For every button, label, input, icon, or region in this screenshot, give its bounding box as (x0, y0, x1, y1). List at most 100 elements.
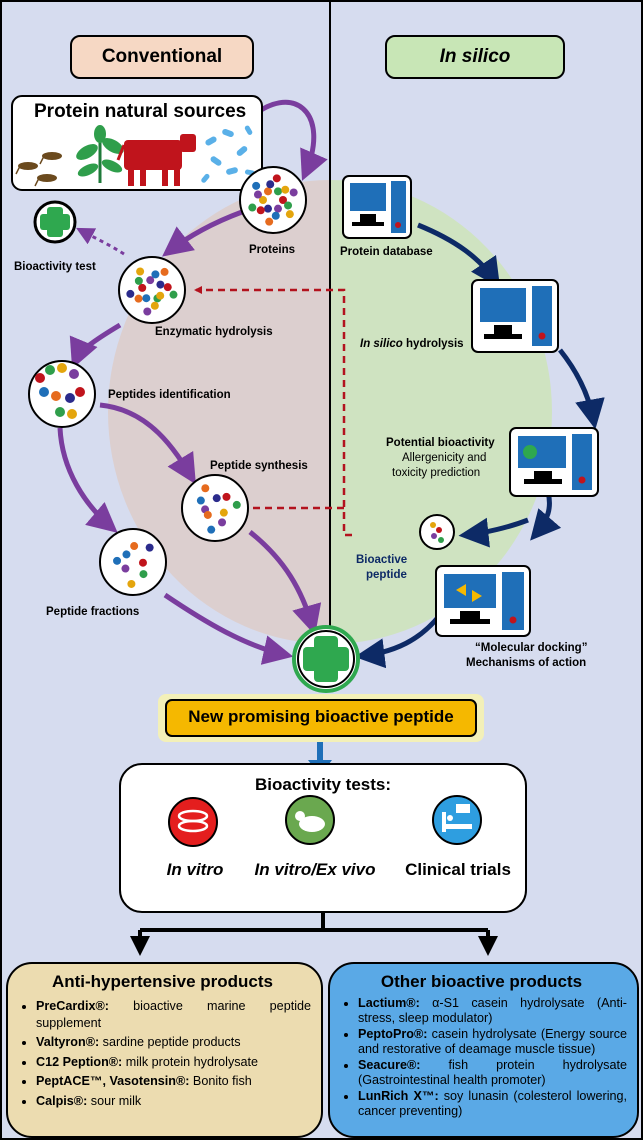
other-products-list: Lactium®: α-S1 casein hydrolysate (Anti-… (336, 996, 627, 1118)
test-clinical: Clinical trials (405, 860, 511, 879)
peptide-bead (51, 391, 61, 401)
arrow-hydrolysis-to-prediction (558, 348, 605, 430)
peptide-bead (279, 196, 287, 204)
peptide-bead (259, 196, 267, 204)
list-item: Valtyron®: sardine peptide products (36, 1034, 311, 1051)
other-products-panel: Other bioactive products Lactium®: α-S1 … (328, 962, 639, 1138)
arrow-identification-to-synthesis (99, 402, 196, 485)
list-item: Calpis®: sour milk (36, 1093, 311, 1110)
label-peptide: peptide (366, 569, 407, 581)
peptide-bead (138, 558, 147, 567)
computer-database-icon (342, 175, 412, 239)
label-bioactive: Bioactive (356, 554, 408, 566)
mouse-icon (285, 795, 335, 845)
peptide-bead (201, 484, 210, 493)
peptide-bead (126, 289, 135, 298)
label-insilico-italic: In silico (360, 338, 403, 350)
peptide-bead (156, 280, 165, 289)
dashed-feedback-hydrolysis (194, 286, 352, 537)
list-item: C12 Peption®: milk protein hydrolysate (36, 1054, 311, 1071)
arrow-synthesis-to-result (248, 530, 322, 636)
arrow-identification-to-fractions (57, 427, 118, 533)
peptide-bead (75, 387, 85, 397)
peptide-bead (212, 494, 221, 503)
label-proteins: Proteins (249, 244, 296, 256)
result-plus-icon (292, 625, 360, 693)
peptide-bead (134, 276, 143, 285)
label-toxicity: toxicity prediction (392, 467, 481, 479)
peptide-bead (67, 409, 77, 419)
label-insilico-hydrolysis: In silico hydrolysis (360, 338, 464, 350)
conventional-header: Conventional (70, 35, 254, 79)
peptide-synthesis-icon (181, 474, 249, 542)
list-item: PeptACE™, Vasotensin®: Bonito fish (36, 1073, 311, 1090)
antihypertensive-title: Anti-hypertensive products (51, 972, 274, 991)
plant-icon (76, 125, 124, 183)
other-products-title: Other bioactive products (380, 972, 583, 991)
peptide-bead (196, 496, 205, 505)
label-mechanisms: Mechanisms of action (466, 657, 587, 669)
label-peptide-synthesis: Peptide synthesis (210, 460, 308, 472)
label-peptide-fractions: Peptide fractions (46, 606, 140, 618)
peptide-bead (65, 393, 75, 403)
peptide-bead (265, 217, 274, 226)
label-bioactivity-test: Bioactivity test (14, 261, 96, 273)
list-item: PreCardix®: bioactive marine peptide sup… (36, 998, 311, 1031)
arrow-sources-to-proteins (246, 99, 328, 181)
peptide-bead (156, 291, 165, 300)
peptides-identification-icon (28, 360, 96, 428)
hospital-bed-icon (432, 795, 482, 845)
peptide-bead (121, 564, 130, 573)
arrow-hydrolysis-to-identification (69, 322, 122, 369)
peptide-bead (145, 543, 154, 552)
microorganism-icon (201, 125, 255, 183)
antihypertensive-panel: Anti-hypertensive products PreCardix®: b… (6, 962, 323, 1138)
peptide-bead (142, 294, 151, 303)
peptide-bead (122, 550, 131, 559)
peptide-bead (203, 510, 212, 519)
peptide-bead (127, 579, 136, 588)
arrow-prediction-to-bioactive (458, 517, 529, 548)
insect-icon (15, 152, 62, 187)
computer-hydrolysis-icon (471, 279, 559, 353)
tests-title: Bioactivity tests: (254, 775, 392, 794)
test-ex-vivo: In vitro/Ex vivo (254, 860, 376, 879)
peptide-bead (272, 174, 281, 183)
peptide-bead (222, 492, 231, 501)
peptide-bead (264, 187, 272, 196)
arrow-database-to-hydrolysis (417, 222, 501, 289)
label-docking: “Molecular docking” (475, 642, 588, 654)
list-item: Seacure®: fish protein hydrolysate (Gast… (358, 1058, 627, 1087)
label-allergenicity: Allergenicity and (402, 452, 487, 464)
peptide-bead (248, 203, 257, 212)
peptide-bead (151, 270, 160, 279)
peptide-bead (160, 267, 169, 276)
insilico-header: In silico (385, 35, 565, 79)
peptide-bead (55, 407, 65, 417)
computer-docking-icon (435, 565, 531, 637)
proteins-icon (239, 166, 307, 234)
peptide-bead (139, 570, 148, 579)
petri-dish-icon (168, 797, 218, 847)
label-peptides-identification: Peptides identification (108, 389, 231, 401)
test-in-vitro: In vitro (166, 860, 224, 879)
label-hydrolysis-rest: hydrolysis (402, 338, 464, 350)
arrow-fractions-to-result (163, 592, 294, 665)
bioactivity-test-icon (33, 200, 77, 244)
list-item: LunRich X™: soy lunasin (colesterol lowe… (358, 1089, 627, 1118)
peptide-bead (232, 500, 241, 509)
label-enzymatic-hydrolysis: Enzymatic hydrolysis (155, 326, 273, 338)
peptide-bead (69, 369, 79, 379)
list-item: PeptoPro®: casein hydrolysate (Energy so… (358, 1027, 627, 1056)
peptide-bead (35, 373, 45, 383)
new-peptide-label: New promising bioactive peptide (188, 707, 454, 726)
peptide-bead (281, 185, 290, 194)
peptide-bead (219, 508, 228, 517)
peptide-bead (138, 283, 147, 292)
peptide-bead (264, 204, 272, 213)
label-potential-bioactivity: Potential bioactivity (386, 437, 495, 449)
peptide-bead (266, 180, 275, 189)
list-item: Lactium®: α-S1 casein hydrolysate (Anti-… (358, 996, 627, 1025)
